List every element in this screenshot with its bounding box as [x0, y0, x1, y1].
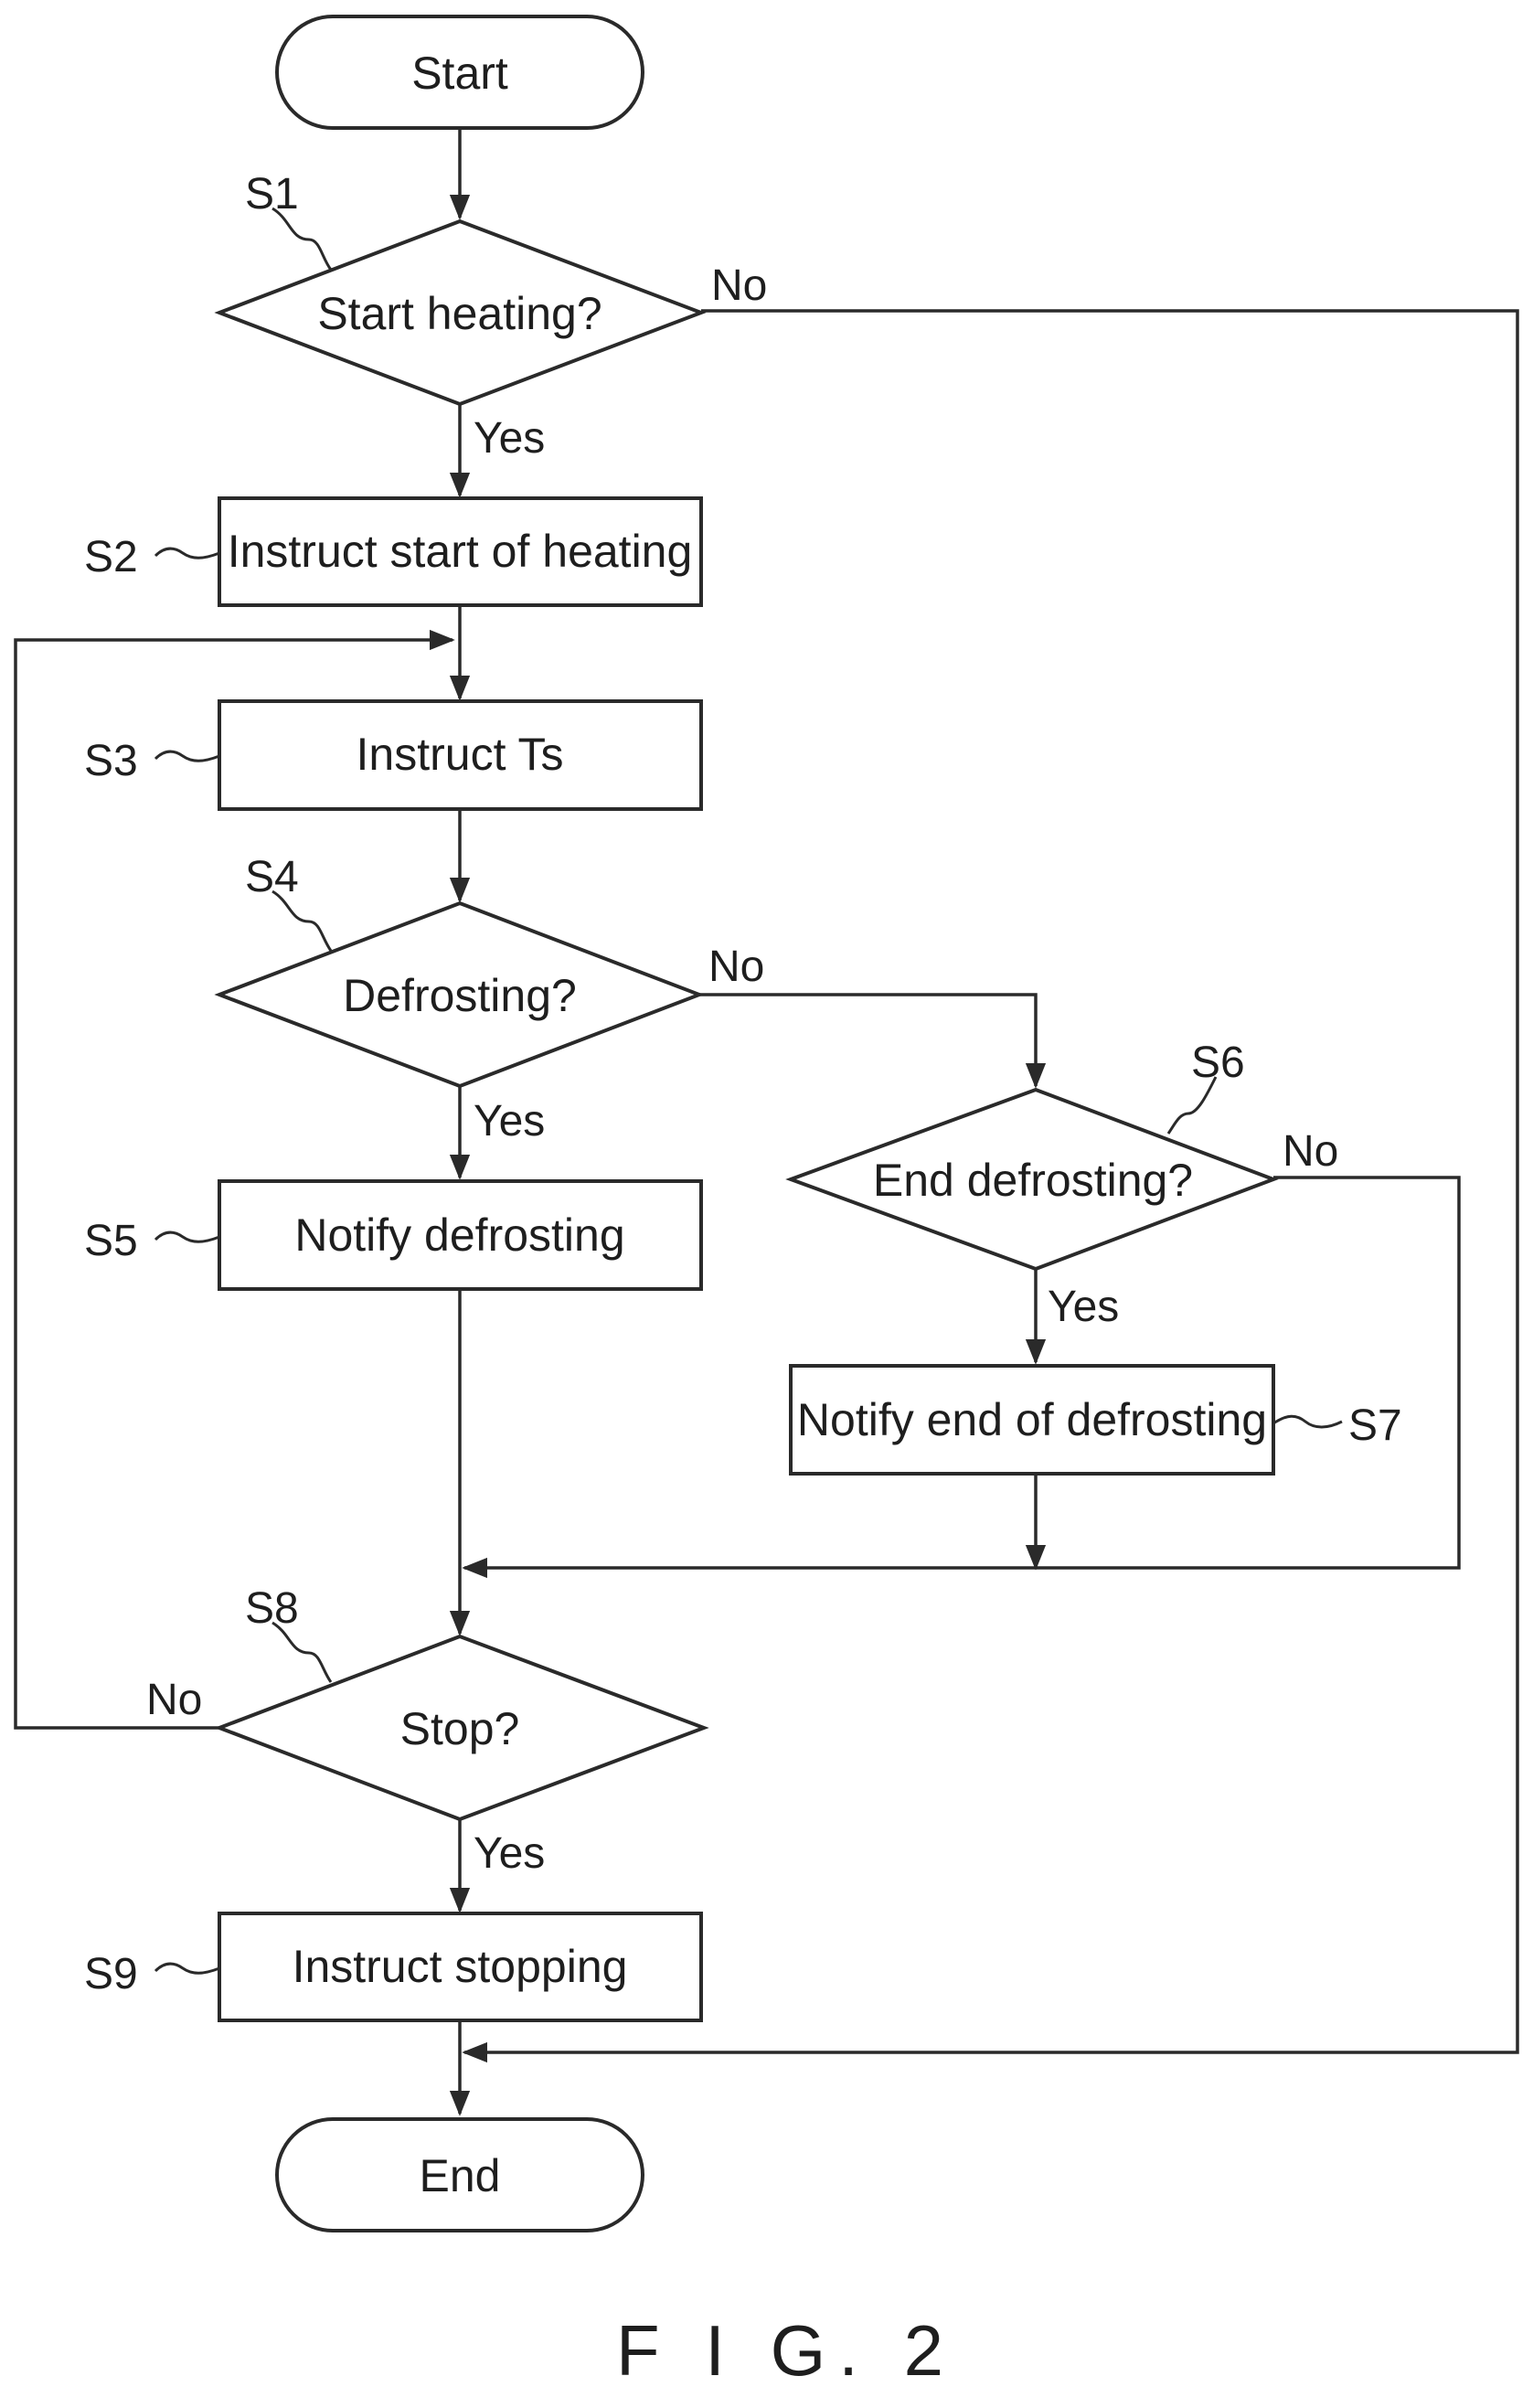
step-label-s3: S3 [84, 737, 138, 785]
branch-s1-yes: Yes [474, 414, 545, 463]
s5-text: Notify defrosting [294, 1209, 624, 1261]
branch-s4-yes: Yes [474, 1097, 545, 1145]
process-s5: Notify defrosting [219, 1181, 701, 1289]
s6-text: End defrosting? [873, 1155, 1193, 1206]
step-label-s6: S6 [1191, 1039, 1245, 1087]
branch-s4-no: No [708, 943, 764, 991]
terminal-end: End [277, 2119, 643, 2231]
leader-s7 [1273, 1416, 1342, 1427]
step-label-s5: S5 [84, 1217, 138, 1265]
step-label-s4: S4 [245, 853, 299, 901]
step-label-s9: S9 [84, 1950, 138, 1998]
step-label-s2: S2 [84, 533, 138, 581]
decision-s1: Start heating? [219, 221, 701, 404]
process-s3: Instruct Ts [219, 701, 701, 809]
process-s9: Instruct stopping [219, 1913, 701, 2020]
terminal-start: Start [277, 16, 643, 128]
process-s2: Instruct start of heating [219, 498, 701, 605]
leader-s2 [155, 549, 219, 558]
s9-text: Instruct stopping [293, 1941, 628, 1992]
start-text: Start [411, 48, 508, 99]
s8-text: Stop? [400, 1703, 520, 1754]
leader-s9 [155, 1964, 219, 1973]
s7-text: Notify end of defrosting [797, 1394, 1267, 1445]
branch-s6-no: No [1283, 1127, 1338, 1176]
s2-text: Instruct start of heating [228, 526, 693, 577]
s4-text: Defrosting? [343, 970, 577, 1021]
s1-text: Start heating? [317, 288, 601, 339]
branch-s8-yes: Yes [474, 1829, 545, 1878]
figure-label: F I G. 2 [616, 2310, 956, 2391]
arrow-s4-no [699, 995, 1036, 1086]
branch-s1-no: No [711, 261, 767, 310]
decision-s6: End defrosting? [791, 1090, 1273, 1269]
leader-s3 [155, 751, 219, 761]
end-text: End [420, 2150, 501, 2201]
step-label-s8: S8 [245, 1584, 299, 1633]
process-s7: Notify end of defrosting [791, 1366, 1273, 1474]
step-label-s1: S1 [245, 170, 299, 218]
s3-text: Instruct Ts [357, 729, 564, 780]
branch-s8-no: No [146, 1676, 202, 1724]
branch-s6-yes: Yes [1048, 1283, 1119, 1331]
decision-s4: Defrosting? [219, 903, 699, 1086]
step-label-s7: S7 [1348, 1401, 1402, 1450]
decision-s8: Stop? [219, 1636, 704, 1819]
connectors [16, 128, 1517, 2114]
leader-s5 [155, 1232, 219, 1241]
